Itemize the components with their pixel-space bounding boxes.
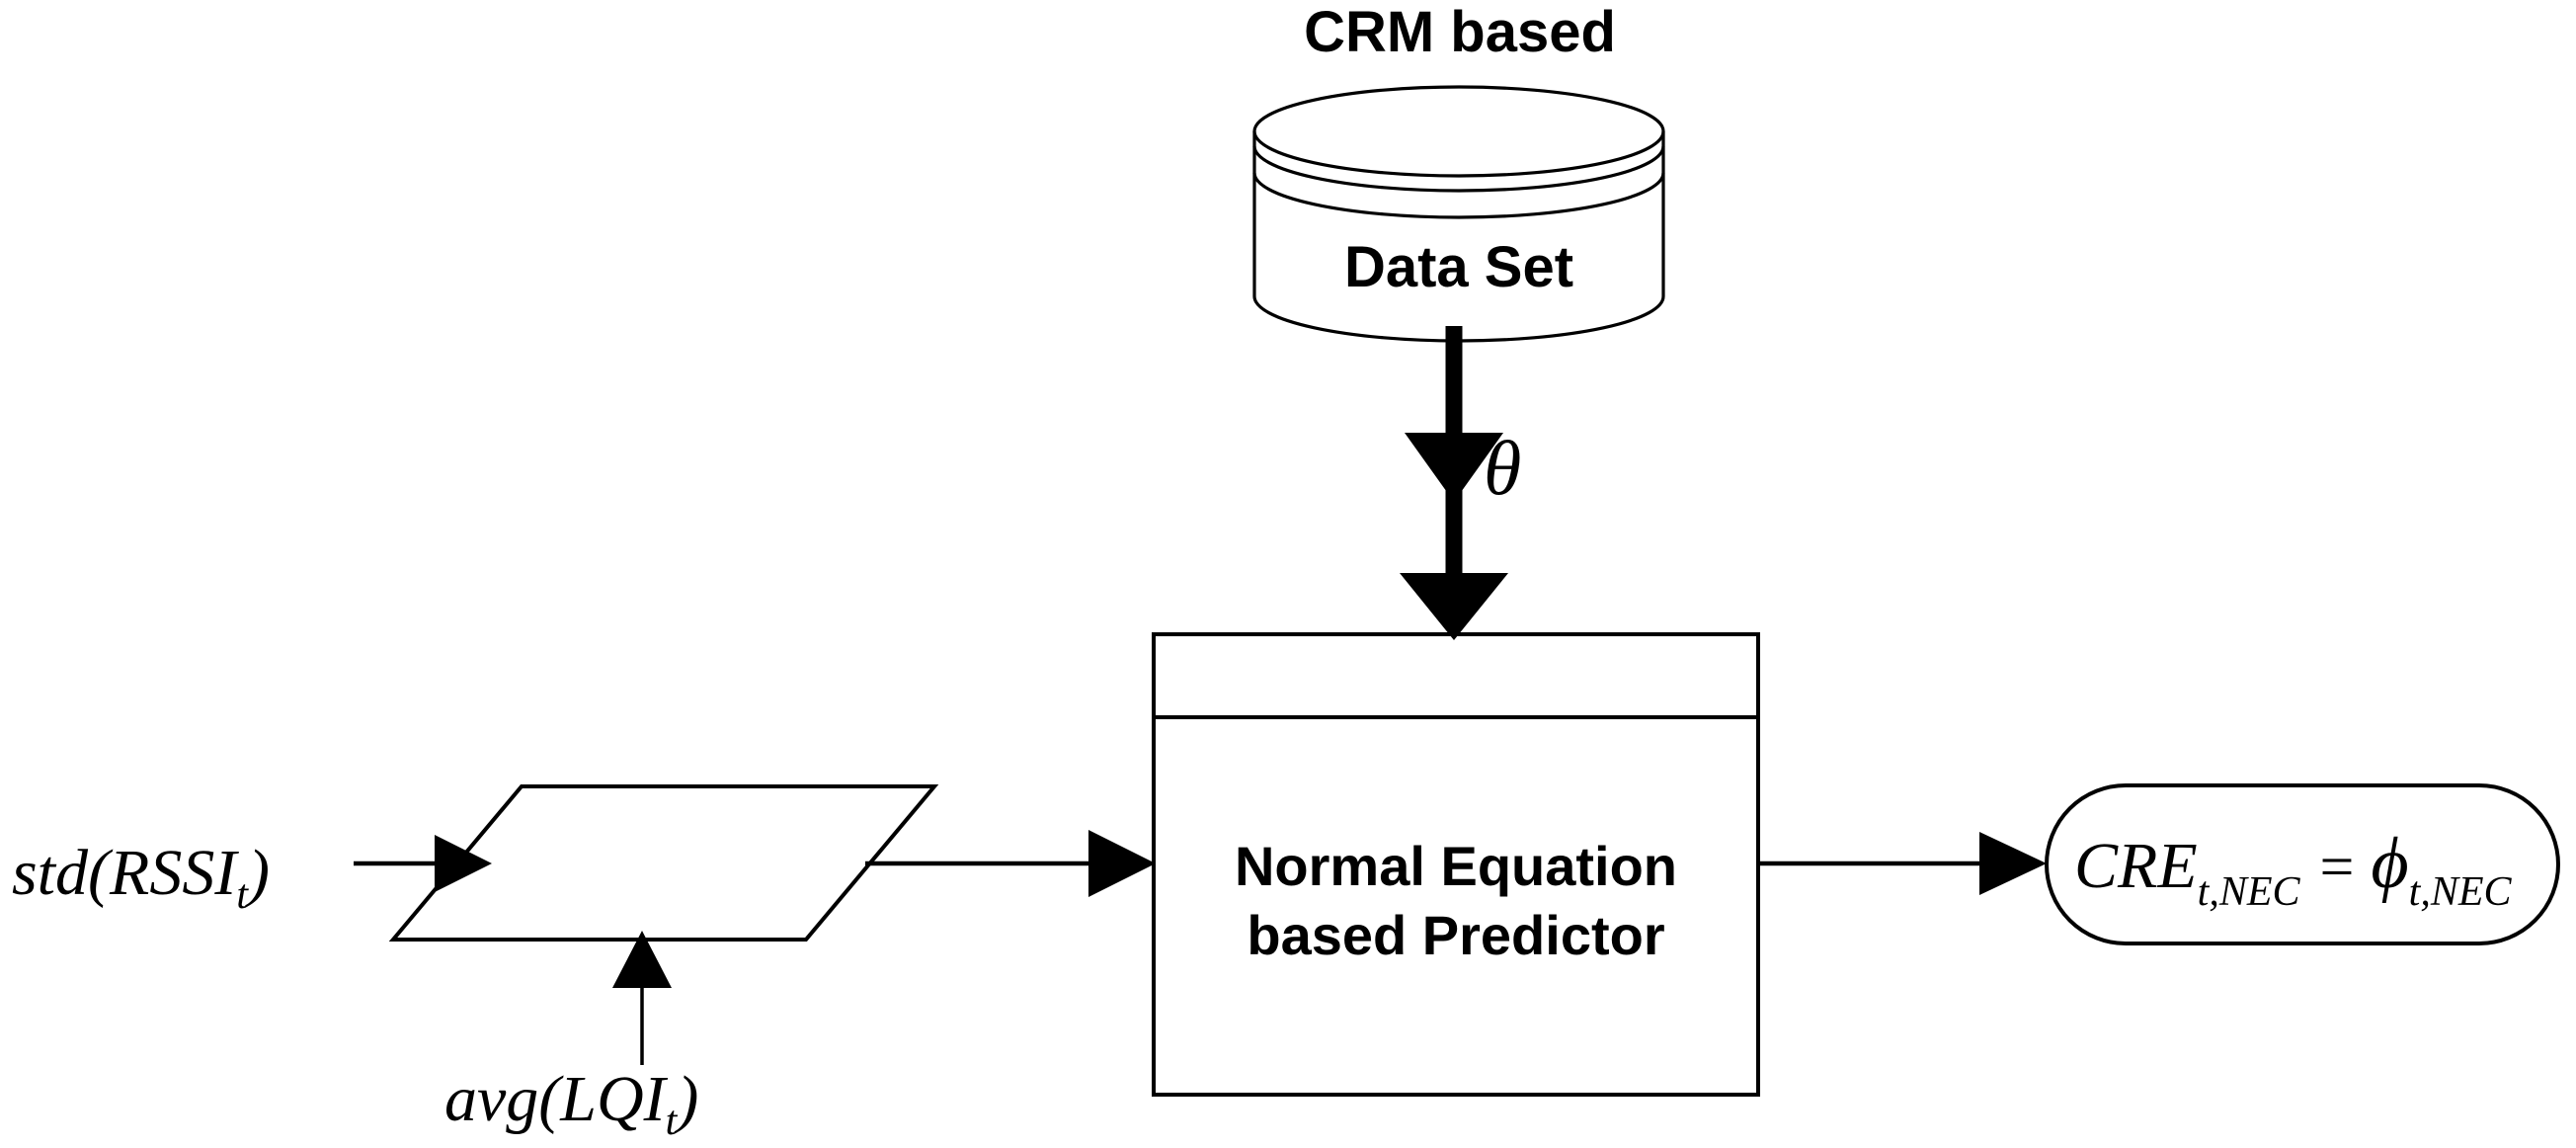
lqi-close: ) bbox=[673, 1063, 698, 1135]
rssi-input-label: std(RSSIt) bbox=[12, 837, 270, 918]
lqi-arg: LQI bbox=[559, 1063, 668, 1135]
data-parallelogram-icon bbox=[388, 784, 939, 942]
rssi-close: ) bbox=[244, 837, 270, 909]
lqi-input-label: avg(LQIt) bbox=[444, 1063, 698, 1144]
svg-text:avg(LQIt): avg(LQIt) bbox=[444, 1063, 698, 1144]
cre-main: CRE bbox=[2074, 830, 2198, 902]
cre-equals: = bbox=[2316, 834, 2358, 901]
theta-label: θ bbox=[1484, 425, 1521, 511]
lqi-fn: avg bbox=[444, 1063, 538, 1135]
svg-text:std(RSSIt): std(RSSIt) bbox=[12, 837, 270, 918]
output-equation-label: CREt,NEC=ϕt,NEC bbox=[2074, 823, 2513, 915]
rssi-open: ( bbox=[88, 837, 114, 909]
rssi-sub: t bbox=[236, 872, 249, 918]
parallelogram-to-box-arrow bbox=[865, 830, 1156, 897]
processor-label-line2: based Predictor bbox=[1247, 904, 1664, 966]
terminator-stadium-icon bbox=[2045, 783, 2560, 945]
lqi-sub: t bbox=[666, 1099, 679, 1144]
cre-sub: t,NEC bbox=[2198, 869, 2301, 915]
rssi-arg: RSSI bbox=[109, 837, 239, 909]
processor-label-line1: Normal Equation bbox=[1235, 835, 1677, 897]
phi-main: ϕ bbox=[2371, 823, 2408, 904]
lqi-open: ( bbox=[538, 1063, 564, 1135]
phi-sub: t,NEC bbox=[2409, 869, 2513, 915]
datastore-label: Data Set bbox=[1344, 235, 1573, 299]
lqi-arrow bbox=[612, 931, 672, 1065]
database-cylinder-icon bbox=[1252, 85, 1665, 343]
svg-text:CREt,NEC=ϕt,NEC: CREt,NEC=ϕt,NEC bbox=[2074, 823, 2513, 915]
datastore-title: CRM based bbox=[1304, 0, 1616, 64]
rssi-fn: std bbox=[12, 837, 89, 909]
theta-edge bbox=[1400, 326, 1508, 640]
box-to-output-arrow bbox=[1758, 832, 2047, 895]
rssi-arrow bbox=[354, 835, 492, 892]
